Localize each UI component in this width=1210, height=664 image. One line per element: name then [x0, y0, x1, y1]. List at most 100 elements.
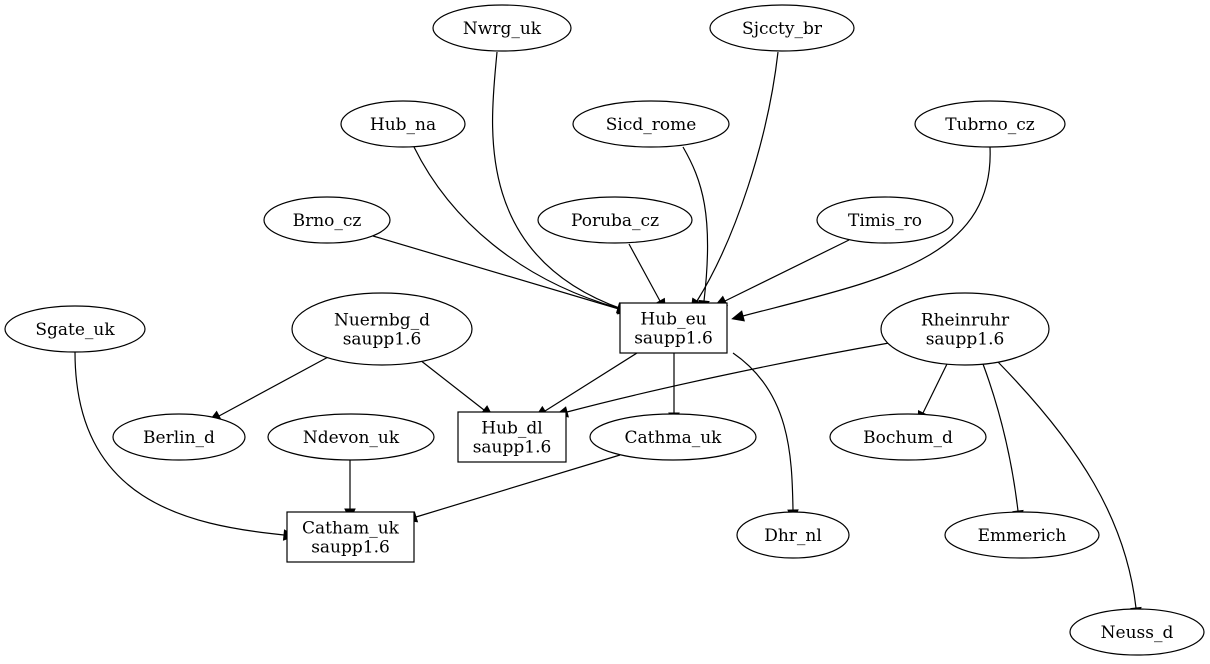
node-ellipse: [537, 196, 693, 244]
edge-line: [724, 239, 850, 302]
edge-line: [413, 146, 619, 309]
node-label: Cathma_uk: [625, 428, 723, 448]
edge-cathma_uk-to-catham_uk: [404, 454, 621, 523]
edge-sjccty_br-to-hub_eu: [690, 51, 779, 312]
edge-line: [682, 146, 709, 302]
node-label: Rheinruhr: [921, 311, 1010, 331]
edge-rheinruhr-to-neuss_d: [997, 361, 1142, 621]
node-sicd-rome: Sicd_rome: [572, 100, 730, 148]
edge-line: [997, 361, 1137, 609]
node-ellipse: [880, 292, 1050, 366]
node-label: Dhr_nl: [764, 526, 822, 546]
node-ellipse: [340, 100, 466, 148]
edge-nuernbg_d-to-hub_dl: [419, 359, 494, 418]
node-label: Hub_dl: [481, 419, 542, 439]
node-hub-na: Hub_na: [340, 100, 466, 148]
node-ellipse: [267, 413, 435, 461]
node-label: Sgate_uk: [35, 320, 115, 340]
arrowhead: [731, 310, 745, 322]
edge-rheinruhr-to-emmerich: [982, 363, 1024, 524]
edge-line: [922, 363, 948, 414]
node-ellipse: [4, 305, 146, 353]
node-timis-ro: Timis_ro: [816, 196, 954, 244]
edge-line: [415, 454, 621, 518]
node-ellipse: [572, 100, 730, 148]
node-sgate-uk: Sgate_uk: [4, 305, 146, 353]
node-ellipse: [709, 4, 855, 52]
node-ellipse: [816, 196, 954, 244]
node-neuss-d: Neuss_d: [1069, 608, 1205, 656]
node-ellipse: [291, 292, 473, 366]
node-nwrg-uk: Nwrg_uk: [432, 4, 572, 52]
node-ellipse: [944, 511, 1100, 559]
node-sublabel: saupp1.6: [926, 330, 1005, 350]
node-label: Nwrg_uk: [463, 19, 542, 39]
node-label: Ndevon_uk: [303, 428, 400, 448]
node-label: Bochum_d: [863, 428, 953, 448]
node-label: Nuernbg_d: [334, 311, 430, 331]
node-label: Emmerich: [978, 526, 1067, 546]
node-ellipse: [736, 511, 850, 559]
node-label: Berlin_d: [143, 428, 215, 448]
edge-line: [742, 146, 991, 317]
edge-poruba_cz-to-hub_eu: [628, 243, 666, 312]
node-dhr-nl: Dhr_nl: [736, 511, 850, 559]
node-label: Sjccty_br: [742, 19, 823, 39]
edge-tubrno_cz-to-hub_eu: [731, 146, 991, 322]
edge-nwrg_uk-to-hub_eu: [492, 51, 634, 315]
edge-line: [544, 352, 638, 412]
edge-rheinruhr-to-hub_dl: [555, 342, 890, 418]
node-label: Hub_eu: [640, 310, 706, 330]
node-sublabel: saupp1.6: [473, 438, 552, 458]
edge-nuernbg_d-to-berlin_d: [208, 355, 331, 422]
node-sjccty-br: Sjccty_br: [709, 4, 855, 52]
node-sublabel: saupp1.6: [311, 538, 390, 558]
node-ellipse: [432, 4, 572, 52]
edge-line: [628, 243, 661, 302]
node-bochum-d: Bochum_d: [829, 413, 987, 461]
node-label: Catham_uk: [302, 519, 400, 539]
node-box: [286, 511, 415, 563]
node-ellipse: [914, 100, 1066, 148]
edge-hub_eu-to-cathma_uk: [668, 353, 680, 426]
edge-line: [696, 51, 779, 302]
edge-ndevon_uk-to-catham_uk: [344, 460, 356, 522]
edge-line: [566, 342, 890, 413]
node-label: Tubrno_cz: [945, 115, 1035, 135]
node-emmerich: Emmerich: [944, 511, 1100, 559]
node-box: [619, 302, 728, 354]
edge-line: [372, 235, 620, 310]
node-brno-cz: Brno_cz: [263, 196, 391, 244]
node-berlin-d: Berlin_d: [112, 413, 246, 461]
edge-line: [492, 51, 623, 310]
node-tubrno-cz: Tubrno_cz: [914, 100, 1066, 148]
node-sublabel: saupp1.6: [343, 330, 422, 350]
edge-timis_ro-to-hub_eu: [714, 239, 850, 307]
node-sublabel: saupp1.6: [634, 329, 713, 349]
edge-sicd_rome-to-hub_eu: [682, 146, 710, 314]
node-ellipse: [829, 413, 987, 461]
node-label: Sicd_rome: [606, 115, 697, 135]
edge-line: [419, 359, 485, 411]
node-ellipse: [263, 196, 391, 244]
node-ellipse: [1069, 608, 1205, 656]
node-poruba-cz: Poruba_cz: [537, 196, 693, 244]
node-ndevon-uk: Ndevon_uk: [267, 413, 435, 461]
node-label: Poruba_cz: [571, 211, 659, 231]
node-box: [457, 411, 567, 463]
edge-line: [218, 355, 331, 417]
node-ellipse: [112, 413, 246, 461]
node-cathma-uk: Cathma_uk: [589, 413, 757, 461]
edge-line: [74, 351, 285, 536]
node-label: Neuss_d: [1101, 623, 1174, 643]
node-label: Hub_na: [370, 115, 436, 135]
edge-line: [732, 352, 794, 511]
node-label: Brno_cz: [293, 211, 362, 231]
